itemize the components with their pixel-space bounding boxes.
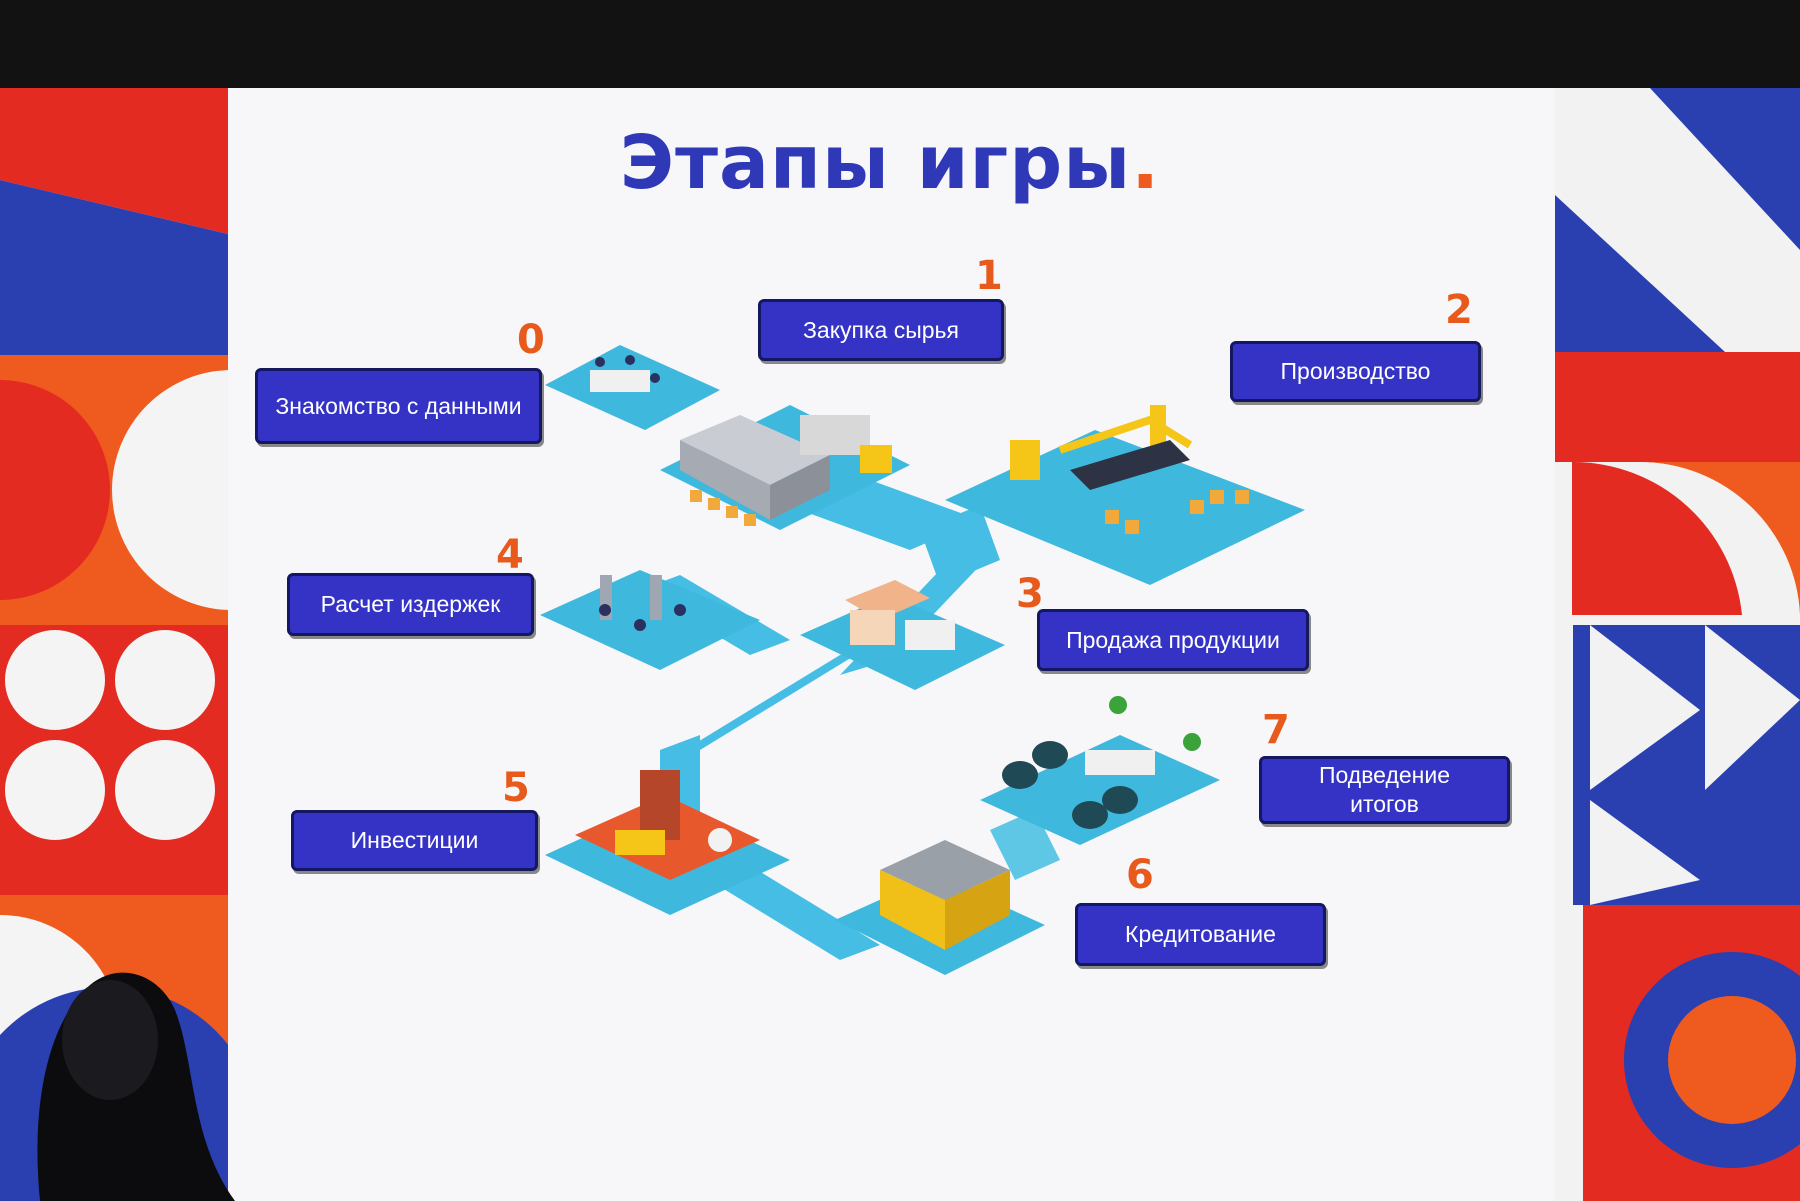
platform-2-factory bbox=[945, 405, 1305, 585]
platform-4-offices bbox=[540, 570, 760, 670]
stage-number: 2 bbox=[1445, 287, 1473, 333]
platform-3-shop bbox=[800, 580, 1005, 690]
stage-label-box: Инвестиции bbox=[291, 810, 538, 871]
stage-label-box: Подведение итогов bbox=[1259, 756, 1510, 824]
stage-number: 0 bbox=[517, 317, 545, 363]
stage-number: 4 bbox=[496, 532, 524, 578]
platform-5-plant bbox=[545, 770, 790, 915]
stage-label-box: Производство bbox=[1230, 341, 1481, 402]
platform-6-bank bbox=[835, 810, 1060, 975]
stage-label-box: Продажа продукции bbox=[1037, 609, 1309, 671]
stage-label-box: Расчет издержек bbox=[287, 573, 534, 636]
ceiling bbox=[0, 0, 1800, 92]
stage-number: 1 bbox=[975, 253, 1003, 299]
stage-label-box: Знакомство с данными bbox=[255, 368, 542, 444]
stage-label-box: Кредитование bbox=[1075, 903, 1326, 966]
stage-number: 3 bbox=[1016, 571, 1044, 617]
stage-number: 5 bbox=[502, 765, 530, 811]
presenter-silhouette bbox=[37, 972, 235, 1201]
stage-number: 6 bbox=[1126, 852, 1154, 898]
slide-title-text: Этапы игры bbox=[619, 120, 1132, 206]
stage-label-box: Закупка сырья bbox=[758, 299, 1004, 361]
platform-0-office bbox=[545, 345, 720, 430]
slide-title-dot: . bbox=[1131, 120, 1161, 206]
slide-title: Этапы игры. bbox=[610, 118, 1170, 208]
stage-number: 7 bbox=[1262, 707, 1290, 753]
platform-1-warehouse bbox=[660, 405, 910, 530]
right-decor-panel bbox=[1555, 88, 1800, 1201]
platform-7-meeting bbox=[980, 696, 1220, 845]
